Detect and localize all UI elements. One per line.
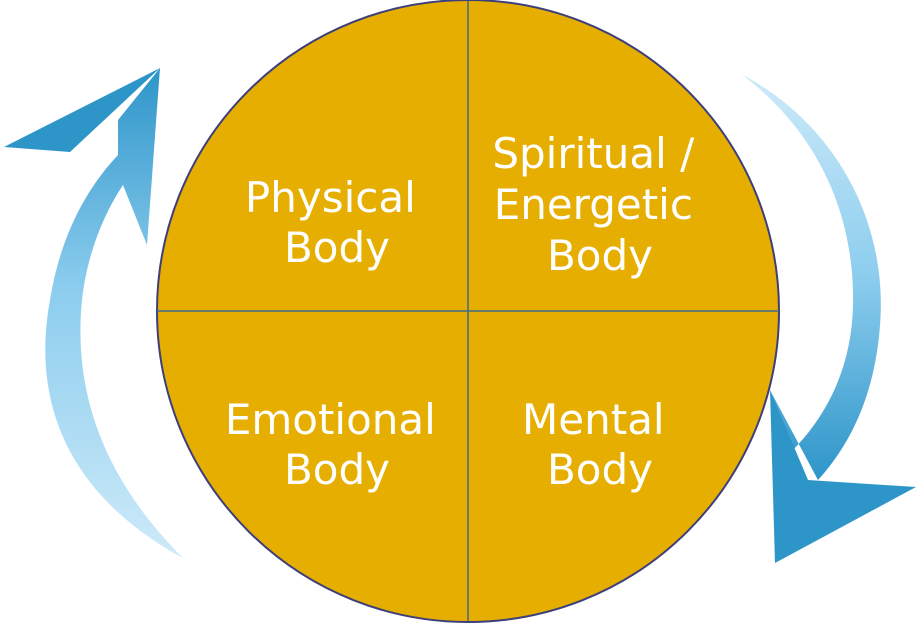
physical-body-label: Physical Body xyxy=(245,173,429,272)
curved-arrow-down-icon xyxy=(741,74,916,563)
spiritual-energetic-body-label: Spiritual / Energetic Body xyxy=(492,129,707,280)
curved-arrow-up-icon xyxy=(4,68,183,558)
emotional-body-label: Emotional Body xyxy=(225,395,449,494)
mental-body-label: Mental Body xyxy=(522,395,678,494)
